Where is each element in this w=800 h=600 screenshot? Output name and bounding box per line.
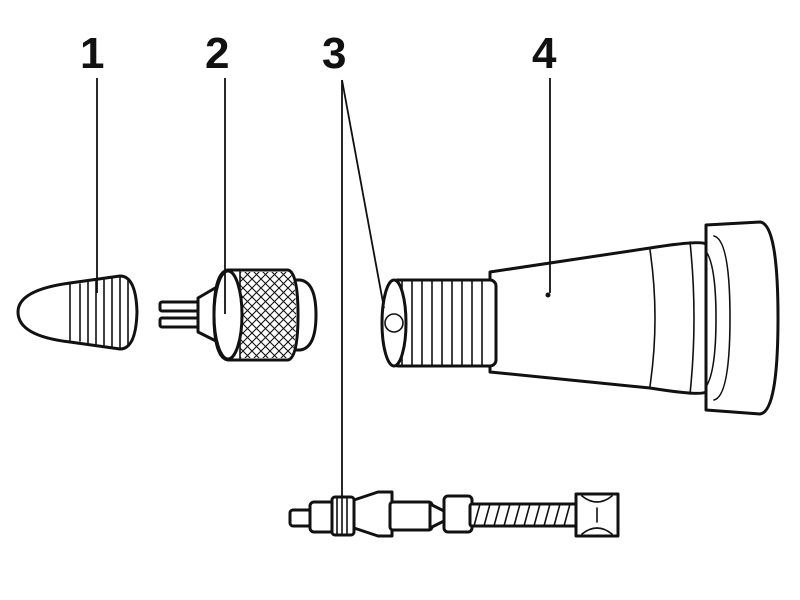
valve-nut	[158, 268, 318, 362]
label-3: 3	[322, 29, 346, 78]
valve-core	[288, 490, 620, 538]
label-4: 4	[532, 29, 557, 78]
leader-lines	[96, 78, 551, 498]
valve-cap	[16, 274, 139, 351]
label-2: 2	[205, 29, 229, 78]
valve-stem	[380, 220, 780, 416]
label-1: 1	[80, 29, 104, 78]
